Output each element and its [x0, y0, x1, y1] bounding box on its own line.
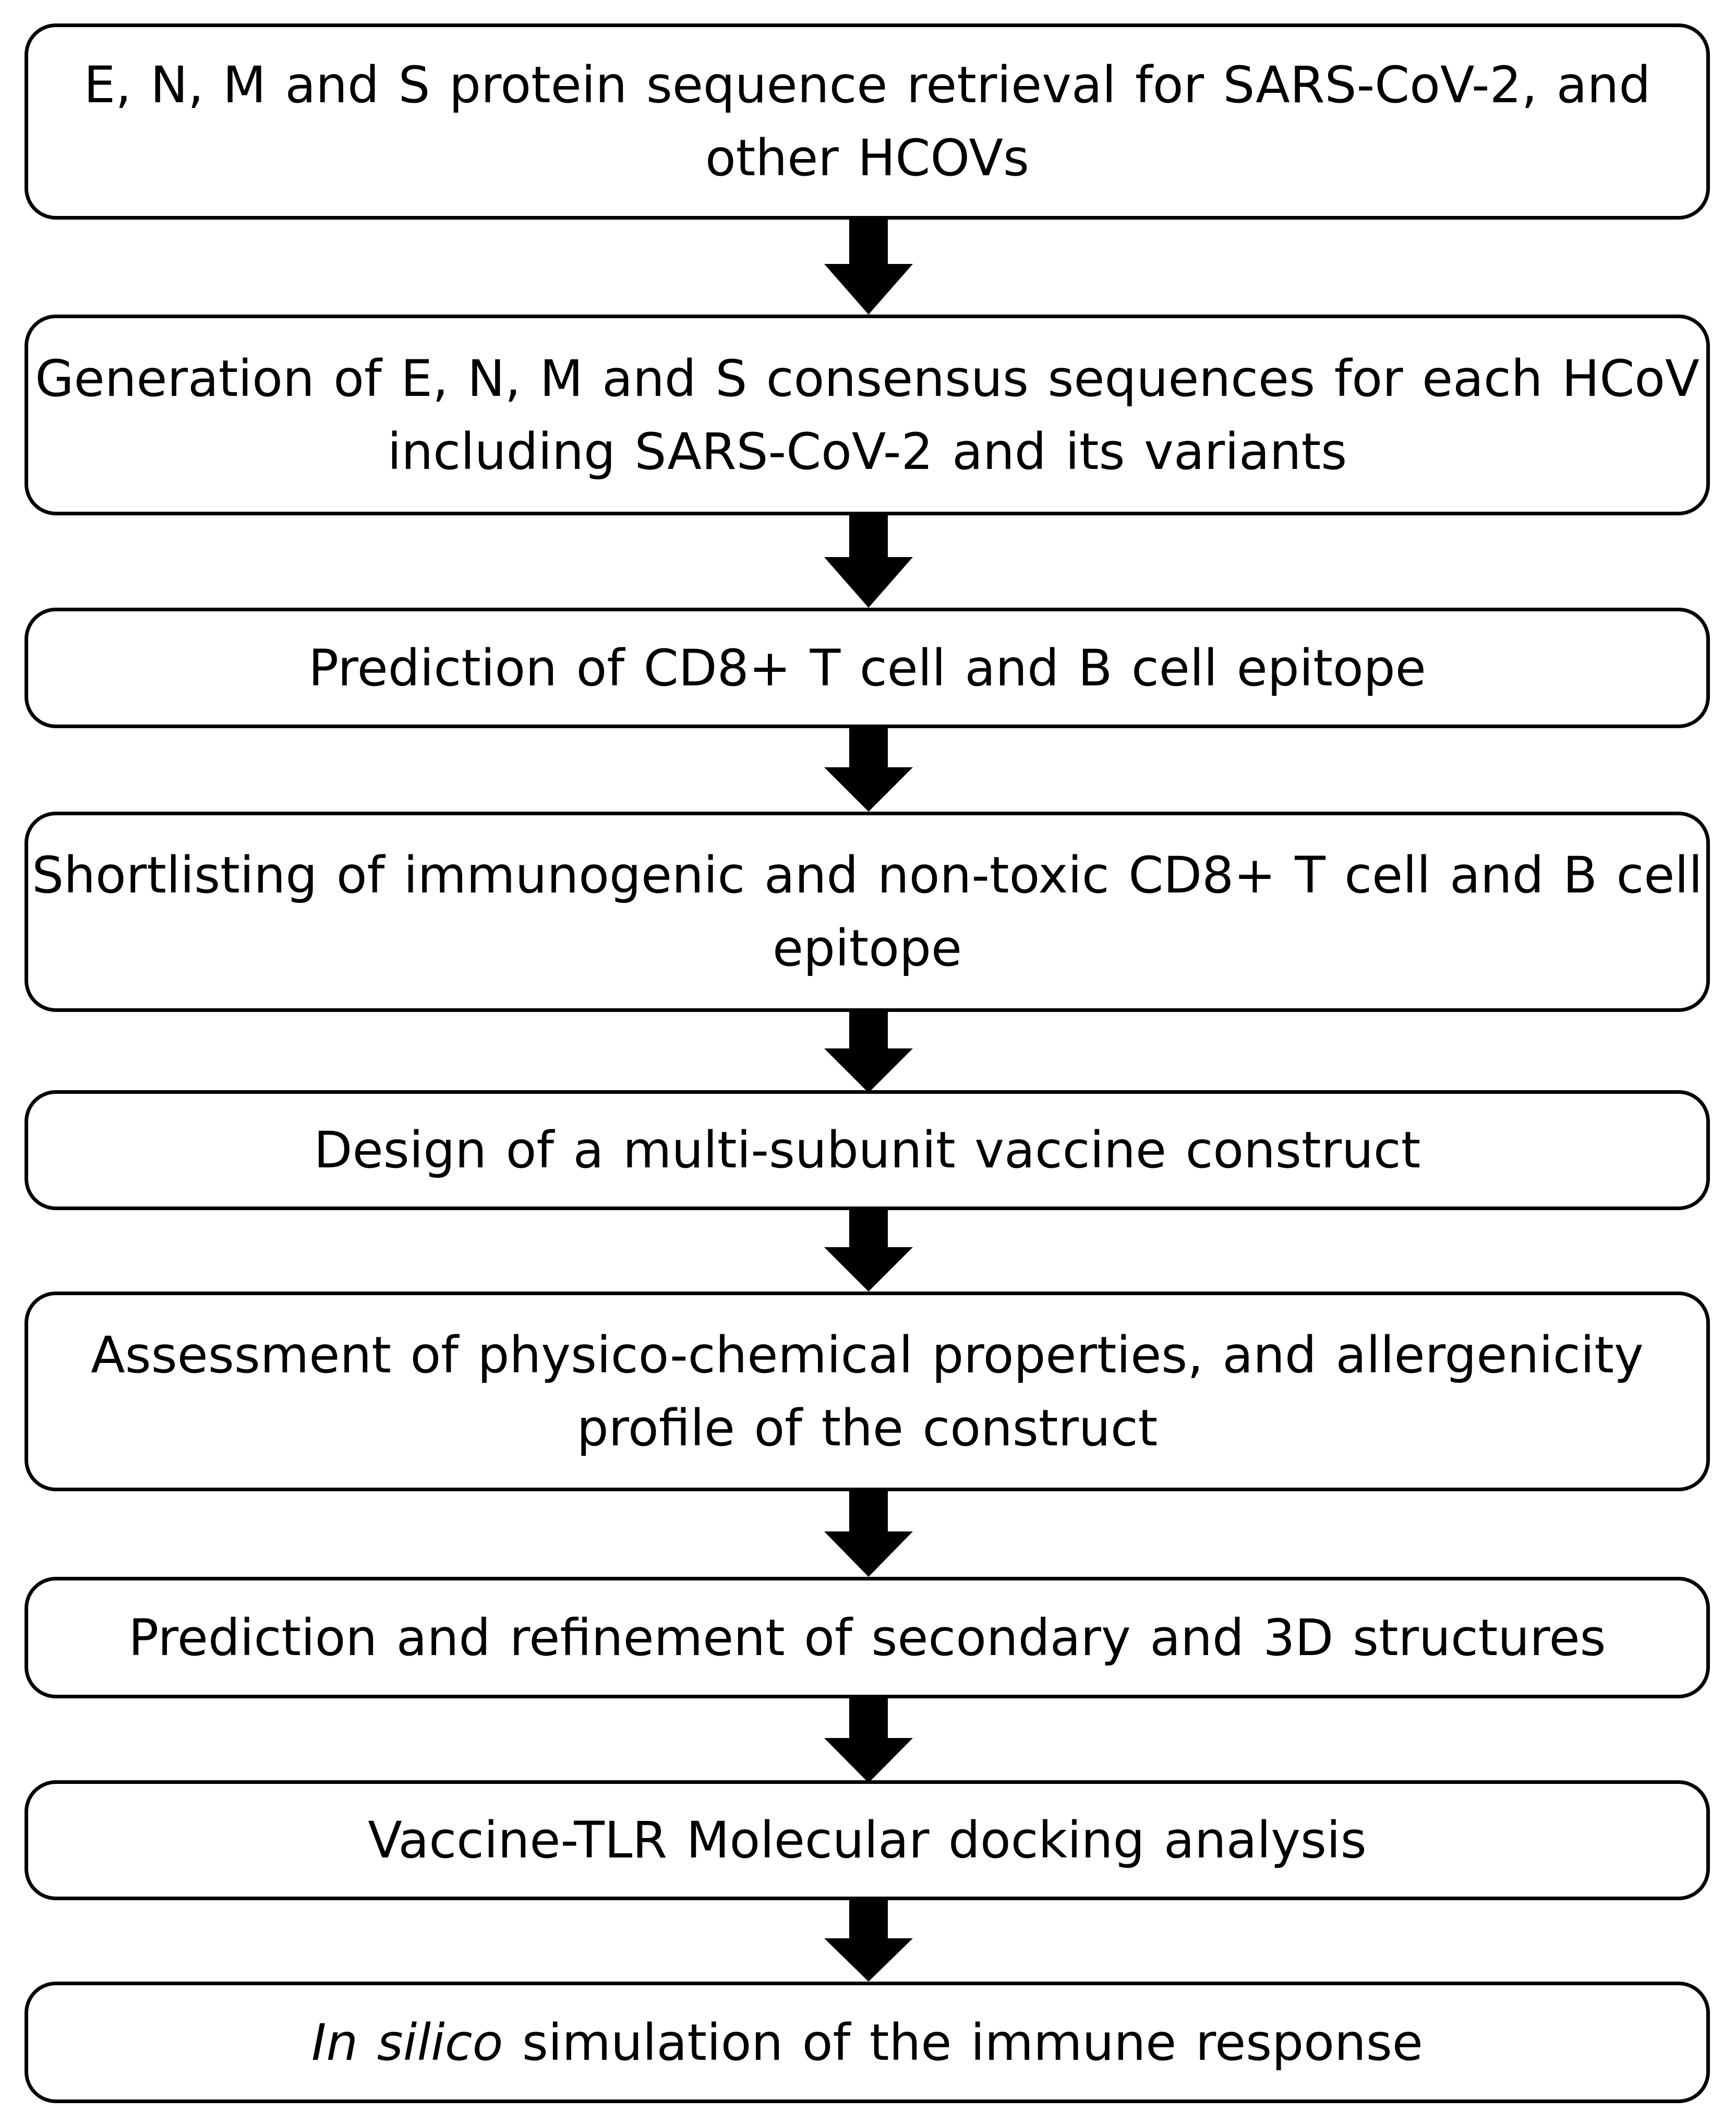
step-2-line-1: Generation of E, N, M and S consensus se… — [35, 349, 1699, 408]
down-arrow-icon — [824, 1900, 913, 1982]
step-1-box: E, N, M and S protein sequence retrieval… — [25, 23, 1710, 220]
down-arrow-icon — [824, 1208, 913, 1292]
step-9-rest-text: simulation of the immune response — [503, 2013, 1423, 2072]
step-9-line-1: In silico simulation of the immune respo… — [311, 2006, 1423, 2079]
step-6-line-1: Assessment of physico-chemical propertie… — [91, 1325, 1644, 1384]
down-arrow-icon — [824, 728, 913, 812]
down-arrow-icon — [824, 1009, 913, 1093]
step-4-line-2: epitope — [772, 919, 962, 977]
step-9-box: In silico simulation of the immune respo… — [25, 1982, 1710, 2103]
down-arrow-icon — [824, 513, 913, 608]
step-1-line-2: other HCOVs — [705, 129, 1030, 187]
step-4-line-1: Shortlisting of immunogenic and non-toxi… — [32, 846, 1703, 904]
step-5-line-1: Design of a multi-subunit vaccine constr… — [314, 1121, 1421, 1179]
down-arrow-icon — [824, 1491, 913, 1577]
step-1-line-1: E, N, M and S protein sequence retrieval… — [83, 56, 1651, 114]
step-2-box: Generation of E, N, M and S consensus se… — [25, 315, 1710, 515]
step-3-line-1: Prediction of CD8+ T cell and B cell epi… — [308, 638, 1426, 697]
step-7-line-1: Prediction and refinement of secondary a… — [128, 1608, 1606, 1667]
step-6-line-2: profile of the construct — [576, 1398, 1158, 1457]
step-6-box: Assessment of physico-chemical propertie… — [25, 1292, 1710, 1491]
step-8-box: Vaccine-TLR Molecular docking analysis — [25, 1780, 1710, 1900]
step-7-box: Prediction and refinement of secondary a… — [25, 1577, 1710, 1698]
down-arrow-icon — [824, 220, 913, 315]
step-2-line-2: including SARS-CoV-2 and its variants — [387, 422, 1347, 481]
down-arrow-icon — [824, 1698, 913, 1783]
step-4-box: Shortlisting of immunogenic and non-toxi… — [25, 812, 1710, 1012]
step-3-box: Prediction of CD8+ T cell and B cell epi… — [25, 608, 1710, 728]
step-5-box: Design of a multi-subunit vaccine constr… — [25, 1090, 1710, 1210]
step-8-line-1: Vaccine-TLR Molecular docking analysis — [368, 1811, 1367, 1869]
step-9-italic-text: In silico — [311, 2013, 503, 2072]
